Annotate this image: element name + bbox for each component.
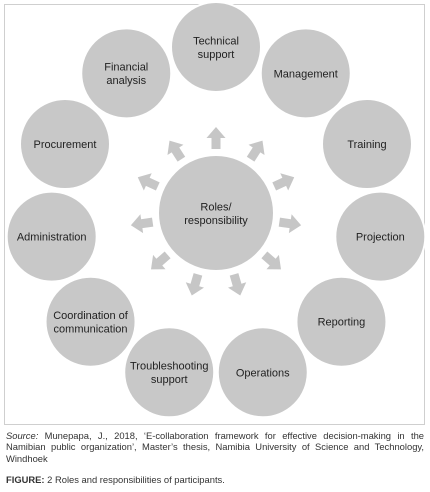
node-circle-management (259, 27, 352, 120)
figure-caption: FIGURE: 2 Roles and responsibilities of … (6, 474, 225, 485)
node-label-coordination-of-communication-line-2: communication (54, 323, 128, 335)
node-administration: Administration (5, 190, 98, 283)
node-circle-training (321, 98, 413, 191)
arrow-to-financial-analysis (167, 140, 186, 162)
caption-label: FIGURE: (6, 474, 45, 485)
node-label-technical-support-line-1: Technical (193, 35, 239, 47)
node-projection: Projection (334, 190, 427, 283)
arrow-to-technical-support (206, 127, 226, 149)
node-technical-support: Technical support (170, 1, 262, 93)
center-circle (157, 154, 275, 272)
node-circle-operations (216, 326, 309, 419)
node-circle-projection (334, 190, 427, 283)
node-management: Management (259, 27, 352, 120)
node-reporting: Reporting (295, 275, 388, 368)
node-procurement: Procurement (19, 98, 111, 191)
node-training: Training (321, 98, 413, 191)
node-circle-administration (5, 190, 98, 283)
arrow-layer (130, 127, 302, 296)
arrow-to-management (246, 140, 265, 162)
node-label-financial-analysis-line-1: Financial (104, 62, 148, 74)
node-label-operations-line-1: Operations (236, 367, 290, 379)
arrow-to-coordination-of-communication (151, 251, 171, 270)
arrow-to-training (272, 173, 295, 191)
arrow-to-troubleshooting-support (185, 273, 204, 296)
node-label-procurement-line-1: Procurement (34, 139, 97, 151)
source-prefix: Source: (6, 430, 39, 441)
node-label-administration-line-1: Administration (17, 232, 87, 244)
node-label-troubleshooting-support-line-1: Troubleshooting (130, 361, 208, 373)
center-label-line-2: responsibility (184, 215, 248, 227)
node-label-coordination-of-communication-line-1: Coordination of (53, 310, 129, 322)
node-circle-troubleshooting-support (123, 326, 216, 419)
node-label-reporting-line-1: Reporting (318, 317, 366, 329)
node-label-management-line-1: Management (274, 68, 338, 80)
node-label-training-line-1: Training (347, 139, 386, 151)
center-label-line-1: Roles/ (200, 201, 232, 213)
node-circle-reporting (295, 275, 388, 368)
node-circle-coordination-of-communication (44, 275, 137, 368)
node-circle-technical-support (170, 1, 262, 93)
caption-text: 2 Roles and responsibilities of particip… (44, 474, 225, 485)
source-text: Munepapa, J., 2018, ‘E-collaboration fra… (6, 430, 424, 464)
node-label-troubleshooting-support-line-2: support (151, 374, 188, 386)
node-operations: Operations (216, 326, 309, 419)
node-label-technical-support-line-2: support (198, 49, 235, 61)
node-circle-procurement (19, 98, 111, 191)
node-layer: TechnicalsupportManagementTrainingProjec… (5, 1, 427, 419)
node-label-projection-line-1: Projection (356, 232, 405, 244)
figure-source: Source: Munepapa, J., 2018, ‘E-collabora… (6, 430, 424, 464)
arrow-to-operations (228, 273, 247, 296)
center-node: Roles/responsibility (157, 154, 275, 272)
arrow-to-reporting (261, 251, 281, 270)
arrow-to-procurement (137, 173, 160, 191)
roles-diagram: TechnicalsupportManagementTrainingProjec… (5, 1, 427, 419)
node-circle-financial-analysis (80, 27, 173, 120)
node-label-financial-analysis-line-2: analysis (106, 75, 146, 87)
arrow-to-administration (130, 214, 154, 234)
arrow-to-projection (278, 214, 302, 234)
